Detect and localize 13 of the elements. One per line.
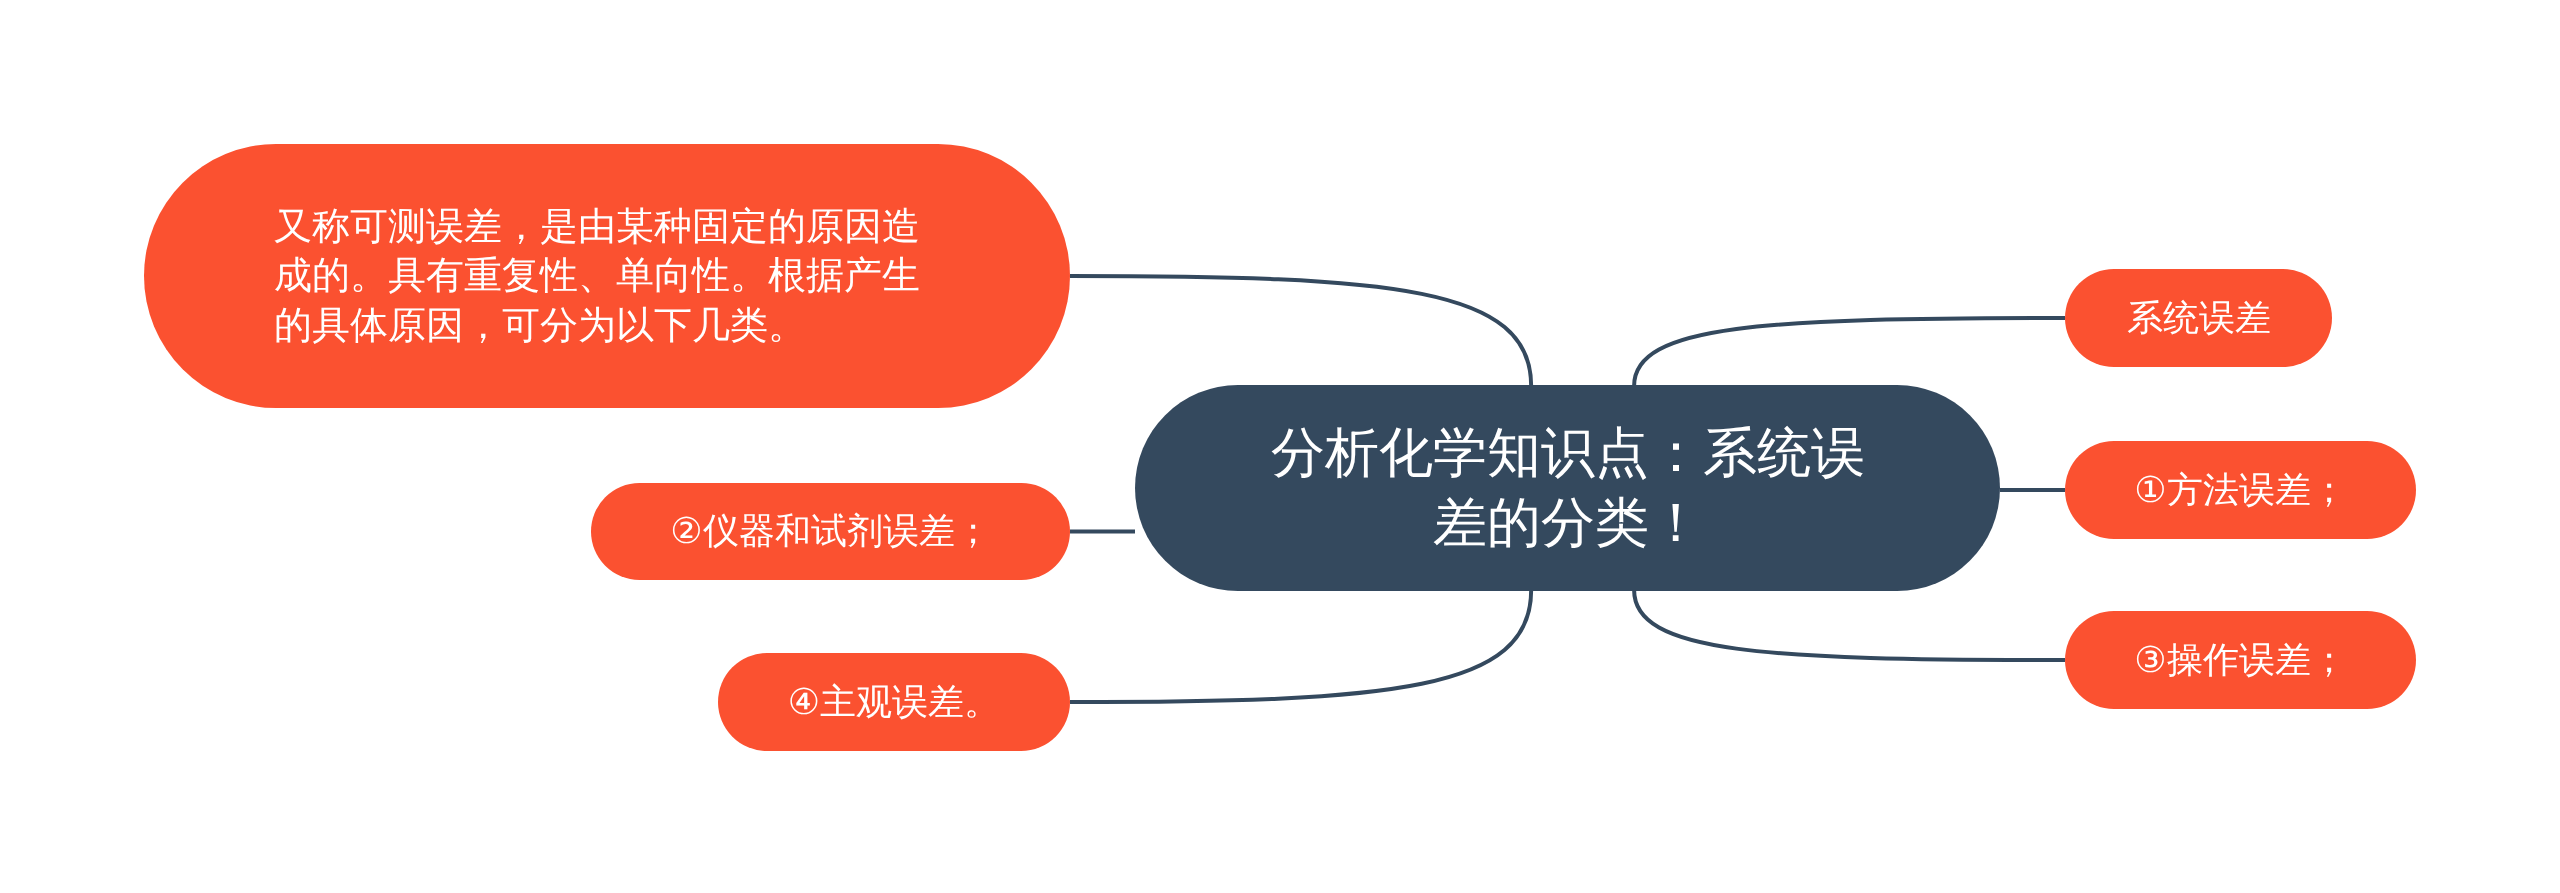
topic-box: ④主观误差。 bbox=[718, 653, 1070, 751]
connector-line bbox=[1070, 589, 1534, 704]
connector-line bbox=[2000, 488, 2065, 492]
topic-box: 分析化学知识点：系统误差的分类！ bbox=[1135, 385, 2000, 591]
topic-box: ②仪器和试剂误差； bbox=[591, 483, 1070, 580]
connector-line bbox=[1070, 529, 1135, 534]
topic-box: ③操作误差； bbox=[2065, 611, 2416, 709]
connector-line bbox=[1070, 274, 1534, 387]
connector-line bbox=[1632, 589, 2065, 662]
topic-box: 系统误差 bbox=[2065, 269, 2332, 367]
connector-line bbox=[1632, 316, 2065, 387]
note-box: 又称可测误差，是由某种固定的原因造成的。具有重复性、单向性。根据产生的具体原因，可分为以下几类。 bbox=[144, 144, 1070, 408]
topic-box: ①方法误差； bbox=[2065, 441, 2416, 539]
